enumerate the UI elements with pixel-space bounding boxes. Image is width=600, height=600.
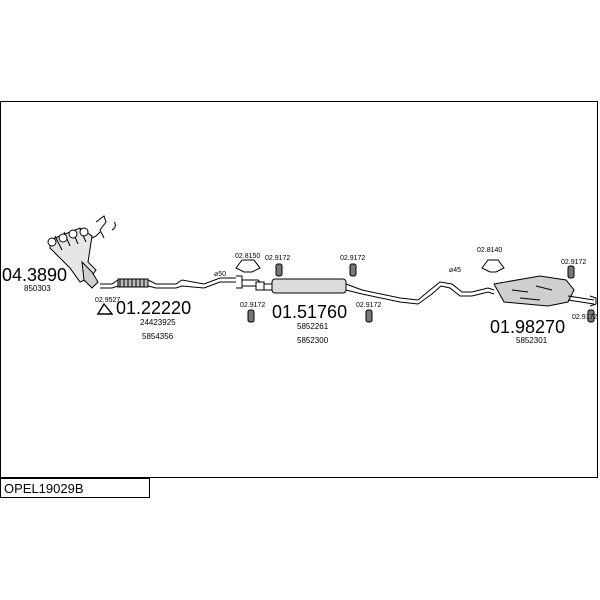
part-ref-rear: 5852301 [516, 336, 548, 345]
part-ref-manifold: 850303 [24, 284, 51, 293]
part-number-middle: 01.51760 [272, 302, 347, 322]
fitting-bracket-rear: 02.8140 [477, 247, 502, 254]
part-number-front-pipe: 01.22220 [116, 298, 191, 318]
diameter-front: ⌀50 [214, 271, 226, 278]
gasket-drawing [96, 302, 114, 315]
part-ref-middle-2: 5852300 [297, 336, 329, 345]
part-number-manifold: 04.3890 [2, 265, 67, 285]
part-ref-middle-1: 5852261 [297, 322, 329, 331]
manifold-drawing [47, 215, 107, 289]
fitting-hanger-1: 02.9172 [265, 255, 290, 262]
diagram-code: OPEL19029B [4, 481, 84, 496]
front-pipe-drawing [100, 275, 243, 289]
fitting-hanger-6: 02.9172 [572, 314, 597, 321]
fitting-gasket: 02.9527 [95, 297, 120, 304]
hanger-drawings [247, 263, 595, 323]
diagram-code-box: OPEL19029B [0, 478, 150, 498]
diagram-frame [0, 101, 598, 478]
fitting-hanger-2: 02.9172 [340, 255, 365, 262]
bracket-drawings [235, 259, 505, 273]
fitting-hanger-3: 02.9172 [240, 302, 265, 309]
part-ref-front-pipe-1: 24423925 [140, 318, 176, 327]
bolt-drawing [111, 221, 116, 231]
part-number-rear: 01.98270 [490, 317, 565, 337]
fitting-bracket-front: 02.8150 [235, 253, 260, 260]
fitting-hanger-4: 02.9172 [356, 302, 381, 309]
part-ref-front-pipe-2: 5854356 [142, 332, 174, 341]
diameter-rear: ⌀45 [449, 267, 461, 274]
fitting-hanger-5: 02.9172 [561, 259, 586, 266]
rear-silencer-drawing [493, 275, 597, 307]
middle-silencer-drawing [242, 278, 495, 305]
